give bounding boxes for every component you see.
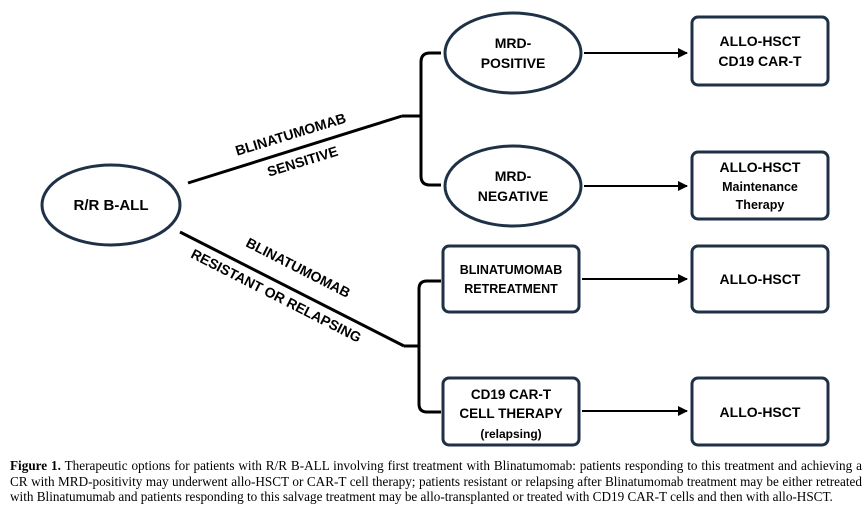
outcome-mrd-positive: ALLO-HSCT CD19 CAR-T [690, 15, 830, 87]
node-retreatment-line-1: BLINATUMOMAB [460, 263, 563, 277]
edge-resistant [179, 230, 405, 348]
outcome-mrd-negative-line-1: ALLO-HSCT [720, 159, 801, 175]
node-cart-line-3: (relapsing) [480, 427, 541, 441]
edge-sensitive [187, 114, 403, 185]
figure-caption-label: Figure 1. [10, 458, 61, 473]
node-cart-line-2: CELL THERAPY [459, 406, 562, 421]
node-mrd-negative: MRD- NEGATIVE [443, 144, 583, 228]
node-mrd-positive-line-2: POSITIVE [481, 55, 546, 71]
node-rr-ball: R/R B-ALL [40, 163, 182, 247]
node-rr-ball-label: R/R B-ALL [74, 197, 149, 214]
outcome-retreatment: ALLO-HSCT [690, 244, 830, 314]
outcome-mrd-positive-line-1: ALLO-HSCT [720, 33, 801, 49]
bracket-lower [404, 279, 441, 414]
outcome-mrd-negative: ALLO-HSCT Maintenance Therapy [690, 150, 830, 221]
outcome-mrd-negative-line-3: Therapy [736, 198, 785, 212]
outcome-retreatment-label: ALLO-HSCT [720, 271, 801, 287]
node-cart-line-1: CD19 CAR-T [471, 387, 552, 402]
outcome-mrd-negative-line-2: Maintenance [722, 180, 798, 194]
outcome-cart-label: ALLO-HSCT [720, 404, 801, 420]
node-mrd-positive-line-1: MRD- [495, 35, 532, 51]
node-mrd-negative-line-2: NEGATIVE [478, 188, 549, 204]
figure-caption-text: Therapeutic options for patients with R/… [10, 458, 862, 505]
flow-diagram: R/R B-ALL BLINATUMOMAB SENSITIVE BLINATU… [40, 11, 830, 447]
figure-caption: Figure 1. Therapeutic options for patien… [10, 458, 862, 505]
node-mrd-negative-line-1: MRD- [495, 168, 532, 184]
node-cd19-cart-cell-therapy: CD19 CAR-T CELL THERAPY (relapsing) [441, 376, 581, 447]
outcome-mrd-positive-line-2: CD19 CAR-T [718, 53, 802, 69]
node-retreatment-line-2: RETREATMENT [464, 282, 558, 296]
node-mrd-positive: MRD- POSITIVE [443, 11, 583, 95]
bracket-upper [402, 51, 441, 187]
node-blinatumomab-retreatment: BLINATUMOMAB RETREATMENT [441, 244, 581, 314]
outcome-cart: ALLO-HSCT [690, 376, 830, 447]
